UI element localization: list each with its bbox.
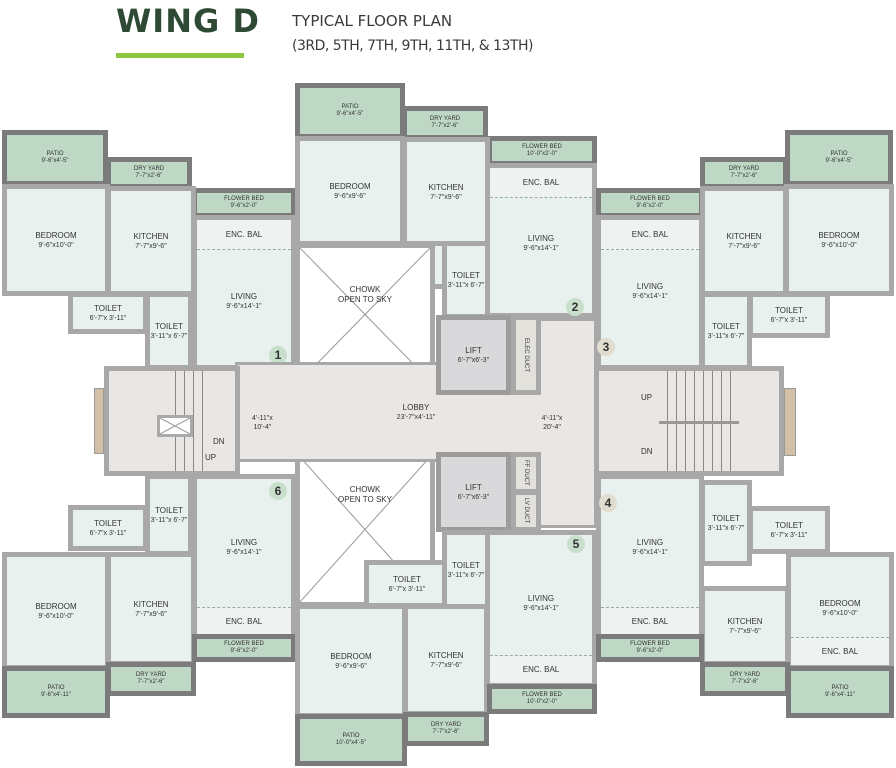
stair-right-dn-label: DN: [641, 447, 653, 456]
stair-left-dn-label: DN: [213, 437, 225, 446]
elec-duct: ELEC DUCT: [511, 315, 541, 395]
flat-5-number-badge: 5: [567, 535, 585, 553]
flat-6-number-badge: 6: [269, 482, 287, 500]
stair-right-up-label: UP: [641, 393, 653, 402]
flat-3-enc-bal: ENC. BAL: [601, 220, 699, 250]
title-accent-bar: [116, 53, 244, 58]
stair-left-up-label: UP: [205, 453, 217, 462]
flat-4-number-badge: 4: [599, 494, 617, 512]
plan-subtitle: TYPICAL FLOOR PLAN: [292, 12, 453, 30]
flat-5-enc-bal: ENC. BAL: [490, 655, 592, 683]
flat-2-enc-bal: ENC. BAL: [490, 168, 592, 198]
lv-duct: LV DUCT: [511, 490, 541, 532]
stair-right: UP DN: [594, 366, 784, 476]
plan-floors: (3RD, 5TH, 7TH, 9TH, 11TH, & 13TH): [292, 38, 533, 54]
flat-6-enc-bal: ENC. BAL: [197, 607, 291, 635]
flat-4-enc-bal: ENC. BAL: [601, 607, 699, 635]
flat-1-number-badge: 1: [269, 346, 287, 364]
ff-duct: FF DUCT: [511, 452, 541, 494]
stair-left: DN UP: [104, 366, 240, 476]
flat-4-enc-bal-bedroom: ENC. BAL: [791, 637, 889, 665]
chowk-cross-icon: [300, 248, 430, 381]
flat-2-number-badge: 2: [566, 298, 584, 316]
stair-left-window-sill: [94, 388, 104, 454]
wing-title: WING D: [116, 2, 260, 40]
flat-1-enc-bal: ENC. BAL: [197, 220, 291, 250]
stair-right-window-sill: [784, 388, 796, 456]
flat-3-number-badge: 3: [597, 338, 615, 356]
stair-well-icon: [157, 415, 193, 437]
